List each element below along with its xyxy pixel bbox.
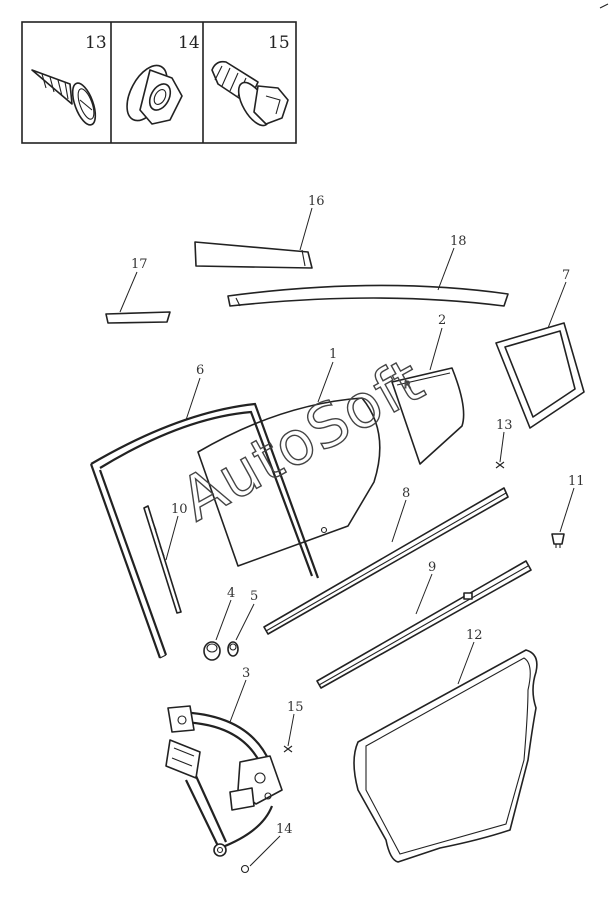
fastener-inset: 13 14 15	[21, 21, 297, 144]
leader-8	[391, 499, 407, 543]
part-1-door-glass	[197, 397, 381, 567]
leader-3	[229, 679, 247, 723]
leader-7	[547, 281, 567, 329]
callout-7: 7	[562, 268, 570, 283]
marker-15	[283, 745, 293, 753]
leader-5	[235, 603, 255, 641]
leader-13	[499, 431, 505, 463]
callout-6: 6	[196, 363, 204, 378]
part-16-trim	[194, 241, 313, 269]
leader-11	[559, 487, 575, 533]
inset-label-14: 14	[178, 33, 200, 53]
leader-16	[299, 207, 313, 251]
callout-3: 3	[242, 666, 250, 681]
part-7-quarter-frame	[495, 322, 585, 429]
leader-9	[415, 573, 433, 615]
callout-9: 9	[428, 560, 436, 575]
callout-11: 11	[568, 474, 585, 489]
part-11-clip	[551, 533, 565, 548]
part-12-access-cover	[353, 649, 538, 863]
tapping-screw-icon	[31, 69, 97, 126]
part-17-strip	[105, 311, 171, 324]
callout-14: 14	[276, 822, 293, 837]
flange-bolt-icon	[211, 60, 289, 127]
callout-16: 16	[308, 194, 325, 209]
callout-17: 17	[131, 257, 148, 272]
leader-lines	[119, 207, 575, 867]
callout-8: 8	[402, 486, 410, 501]
part-5-bushing	[227, 641, 239, 657]
inset-label-13: 13	[85, 33, 107, 53]
callout-13: 13	[496, 418, 513, 433]
callout-15: 15	[287, 700, 304, 715]
callout-12: 12	[466, 628, 483, 643]
callout-4: 4	[227, 586, 235, 601]
callout-10: 10	[171, 502, 188, 517]
marker-13	[495, 461, 505, 469]
inset-label-15: 15	[268, 33, 290, 53]
callout-1: 1	[329, 347, 337, 362]
callouts: 16 18 17 7 2 1 6 13 11 8 10 9 4 5 12 3 1…	[131, 194, 585, 837]
callout-18: 18	[450, 234, 467, 249]
leader-4	[215, 599, 232, 641]
leader-1	[317, 361, 334, 403]
part-10-division-channel	[143, 505, 182, 614]
corner-mark	[599, 3, 609, 9]
leader-15	[287, 713, 295, 747]
leader-6	[185, 377, 201, 421]
part-6-run-channel	[89, 402, 320, 659]
part-18-moulding	[227, 284, 509, 307]
leader-18	[437, 247, 455, 291]
part-8-weatherstrip	[263, 487, 509, 635]
watermark-trademark: R	[404, 380, 411, 391]
part-3-window-regulator	[165, 705, 283, 857]
leader-10	[165, 515, 179, 561]
leader-2	[429, 327, 443, 371]
callout-2: 2	[438, 313, 446, 328]
leader-14	[249, 835, 281, 867]
part-9-moulding	[316, 560, 532, 689]
hex-nut-icon	[126, 64, 183, 125]
part-2-quarter-glass	[391, 367, 465, 465]
callout-5: 5	[250, 589, 258, 604]
marker-14	[240, 864, 250, 874]
part-4-bushing	[203, 641, 221, 661]
leader-12	[457, 641, 475, 685]
leader-17	[119, 271, 138, 313]
